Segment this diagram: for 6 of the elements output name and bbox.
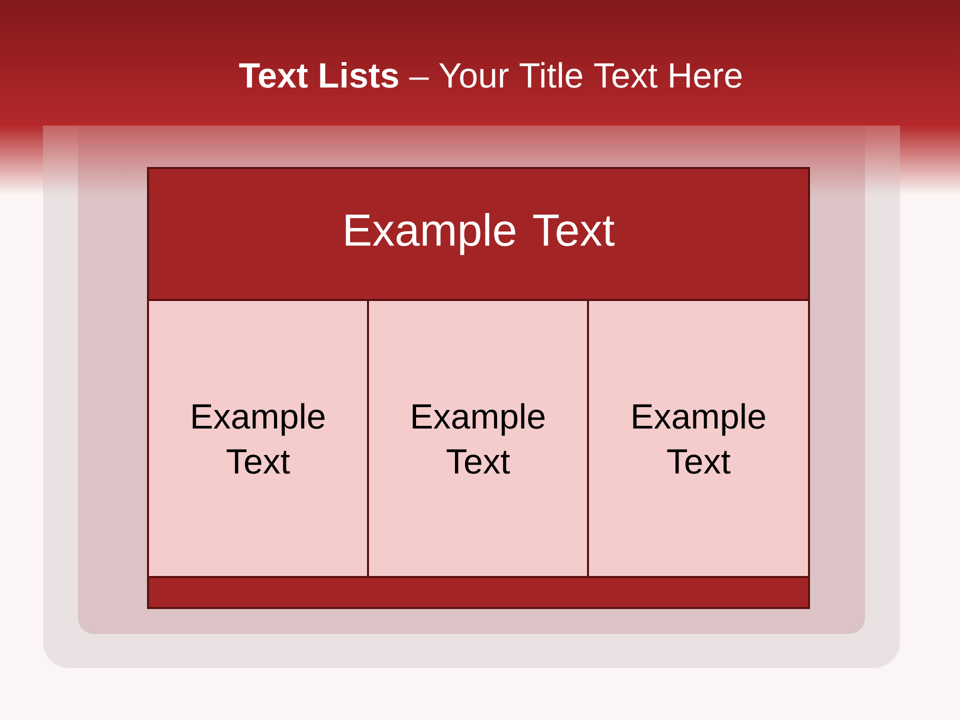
text-cell: Example Text [147,299,369,578]
footer-bar [147,576,810,609]
slide-title: Text Lists – Your Title Text Here [239,62,742,88]
header-band: Example Text [147,167,810,301]
text-cell: Example Text [367,299,589,578]
text-cell: Example Text [587,299,810,578]
